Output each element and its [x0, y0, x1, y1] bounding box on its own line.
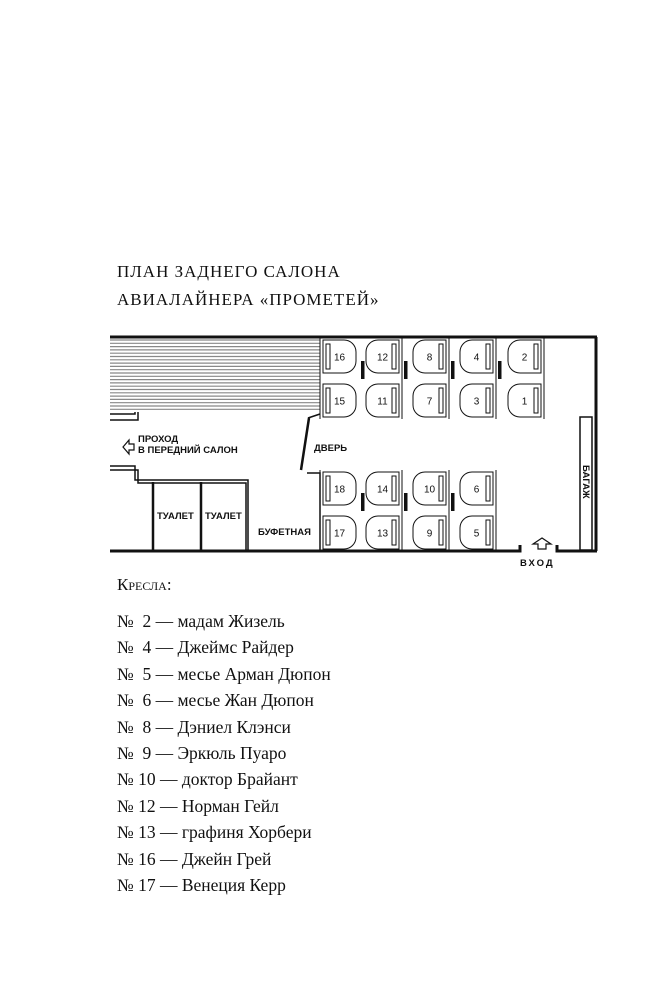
seat-7: 7: [412, 383, 447, 418]
entrance-arrow-icon: [531, 537, 553, 550]
seat-1: 1: [507, 383, 542, 418]
seat-list-entry: № 12 — Норман Гейл: [117, 795, 279, 816]
seat-15: 15: [322, 383, 357, 418]
seat-list-entry: № 10 — доктор Брайант: [117, 769, 298, 790]
seat-list-entry: № 4 — Джеймс Райдер: [117, 637, 294, 658]
seat-number: 13: [377, 529, 389, 540]
seat-number: 10: [424, 485, 436, 496]
seat-list-entry: № 13 — графиня Хорбери: [117, 822, 312, 843]
bottom-wall-right: [555, 545, 597, 553]
seat-number: 18: [334, 485, 346, 496]
seat-number: 8: [427, 353, 433, 364]
armrest-bar: [451, 361, 455, 379]
front-hatched-area: [110, 339, 320, 410]
entrance-label: ВХОД: [520, 558, 555, 569]
seat-list-entry: № 16 — Джейн Грей: [117, 848, 272, 869]
seat-number: 3: [474, 397, 480, 408]
seat-list-entry: № 6 — месье Жан Дюпон: [117, 690, 314, 711]
seat-number: 12: [377, 353, 389, 364]
seat-17: 17: [322, 515, 357, 550]
baggage-label: БАГАЖ: [580, 465, 591, 499]
buffet-wall: [307, 472, 321, 551]
legend-heading: Кресла:: [117, 575, 172, 594]
armrest-bar: [361, 493, 365, 511]
seat-number: 6: [474, 485, 480, 496]
seat-number: 17: [334, 529, 346, 540]
seat-list-entry: № 2 — мадам Жизель: [117, 611, 285, 631]
plan-title-line-1: ПЛАН ЗАДНЕГО САЛОНА: [117, 262, 341, 281]
seat-9: 9: [412, 515, 447, 550]
seat-13: 13: [365, 515, 400, 550]
seat-16: 16: [322, 339, 357, 374]
toilet-label-1: ТУАЛЕТ: [157, 511, 194, 522]
cabin-floor-plan: 16 12 8 4 2 15 11 7 3 1 18 14 10 6 17 13 9 5 ПРОХОД В ПЕР…: [110, 335, 598, 569]
passage-label-1: ПРОХОД: [138, 434, 178, 445]
toilet-block-wall-inner: [110, 469, 247, 551]
seats: 16 12 8 4 2 15 11 7 3 1 18 14 10 6 17 13 9 5: [319, 338, 545, 551]
armrest-bar: [404, 361, 408, 379]
plan-title-line-2: АВИАЛАЙНЕРА «ПРОМЕТЕЙ»: [117, 290, 380, 309]
seat-number: 2: [522, 353, 528, 364]
seat-number: 15: [334, 397, 346, 408]
seat-12: 12: [365, 339, 400, 374]
seat-number: 7: [427, 397, 433, 408]
seat-5: 5: [459, 515, 494, 550]
seat-number: 16: [334, 353, 346, 364]
toilet-label-2: ТУАЛЕТ: [205, 511, 242, 522]
seat-number: 5: [474, 529, 480, 540]
armrest-bar: [451, 493, 455, 511]
seat-number: 9: [427, 529, 433, 540]
seat-6: 6: [459, 471, 494, 506]
corridor-notch-top-inner: [110, 412, 139, 421]
seat-list-entry: № 9 — Эркюль Пуаро: [117, 743, 287, 763]
seat-list-entry: № 17 — Венеция Керр: [117, 875, 286, 895]
baggage-compartment: [579, 416, 593, 551]
door-frame: [307, 413, 321, 419]
seat-number: 14: [377, 485, 389, 496]
passage-arrow-icon: [122, 438, 135, 456]
buffet-label: БУФЕТНАЯ: [258, 527, 311, 538]
seat-3: 3: [459, 383, 494, 418]
seat-11: 11: [365, 383, 400, 418]
bottom-wall-left: [110, 545, 522, 553]
seat-18: 18: [322, 471, 357, 506]
seat-list-entry: № 8 — Дэниел Клэнси: [117, 716, 291, 737]
toilet-block-wall: [110, 465, 249, 551]
seat-4: 4: [459, 339, 494, 374]
seat-14: 14: [365, 471, 400, 506]
door-label: ДВЕРЬ: [314, 443, 347, 454]
seat-number: 1: [522, 397, 528, 408]
door: [299, 417, 311, 471]
corridor-notch-top: [110, 412, 136, 415]
seat-8: 8: [412, 339, 447, 374]
seat-2: 2: [507, 339, 542, 374]
seat-10: 10: [412, 471, 447, 506]
armrest-bar: [361, 361, 365, 379]
armrest-bar: [498, 361, 502, 379]
seat-number: 4: [474, 353, 480, 364]
seat-list-entry: № 5 — месье Арман Дюпон: [117, 663, 331, 684]
passage-label-2: В ПЕРЕДНИЙ САЛОН: [138, 444, 238, 456]
seat-number: 11: [377, 397, 388, 408]
armrest-bar: [404, 493, 408, 511]
